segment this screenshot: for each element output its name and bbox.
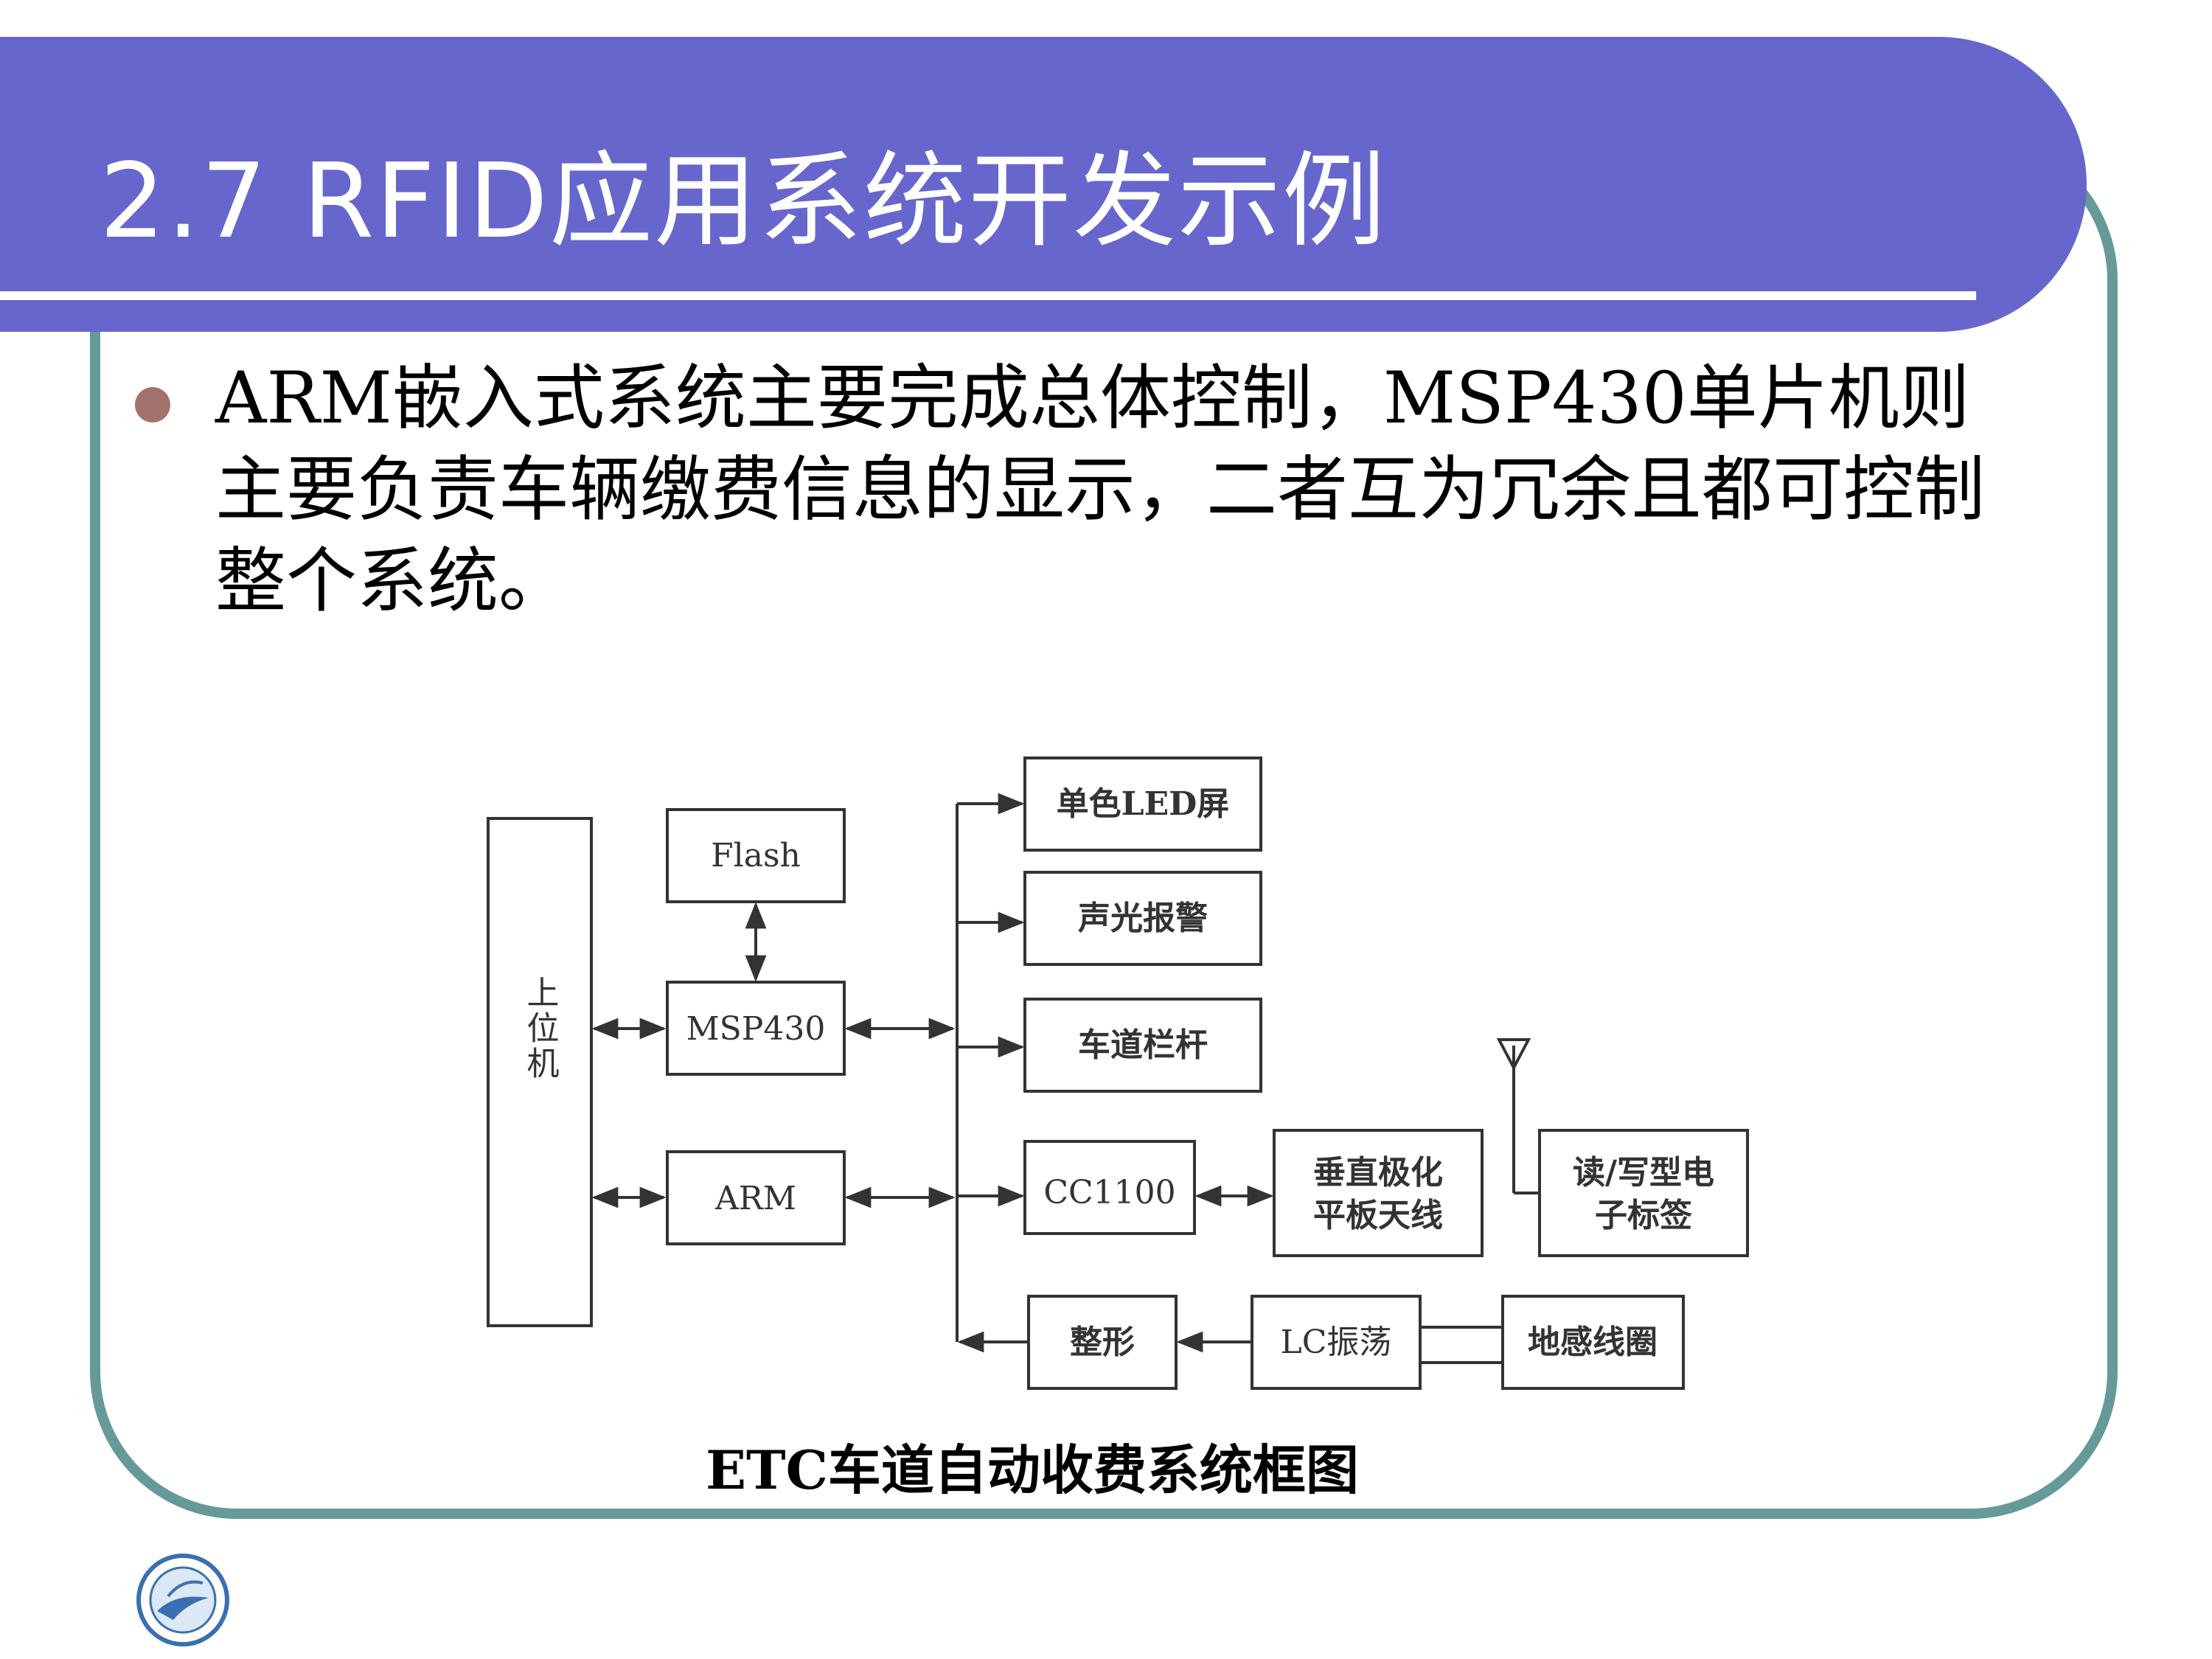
slide-title: 2.7 RFID应用系统开发示例 xyxy=(100,142,1388,262)
tag-block xyxy=(1538,1129,1749,1257)
title-underline xyxy=(0,291,1976,300)
tag-label-2: 子标签 xyxy=(1595,1197,1692,1234)
msp430-block xyxy=(666,981,846,1076)
antenna-label-2: 平板天线 xyxy=(1313,1197,1443,1234)
msp430-label: MSP430 xyxy=(686,1010,826,1048)
lc-label: LC振荡 xyxy=(1281,1324,1392,1361)
cc1100-label: CC1100 xyxy=(1043,1174,1175,1211)
bullet-icon xyxy=(135,387,170,422)
alarm-label: 声光报警 xyxy=(1078,900,1208,937)
cc1100-block xyxy=(1023,1140,1196,1235)
diagram-caption: ETC车道自动收费系统框图 xyxy=(706,1439,1359,1501)
flash-label: Flash xyxy=(711,837,801,874)
flash-block xyxy=(666,808,846,903)
lc-block xyxy=(1251,1295,1422,1390)
shaping-block xyxy=(1027,1295,1178,1390)
host-label-1: 上位机 xyxy=(521,975,559,1082)
host-block xyxy=(487,817,593,1327)
led-block xyxy=(1023,757,1262,852)
bullet-text: ARM嵌入式系统主要完成总体控制，MSP430单片机则主要负责车辆缴费信息的显示… xyxy=(215,357,1985,622)
university-logo-icon xyxy=(136,1554,229,1646)
title-band xyxy=(0,37,2087,332)
alarm-block xyxy=(1023,871,1262,966)
coil-label: 地感线圈 xyxy=(1528,1324,1658,1361)
antenna-block xyxy=(1273,1129,1484,1257)
arm-block xyxy=(666,1150,846,1245)
barrier-block xyxy=(1023,998,1262,1093)
shaping-label: 整形 xyxy=(1070,1324,1135,1361)
antenna-label-1: 垂直极化 xyxy=(1313,1154,1443,1192)
tag-label-1: 读/写型电 xyxy=(1573,1154,1714,1192)
arm-label: ARM xyxy=(714,1180,796,1217)
coil-block xyxy=(1501,1295,1685,1390)
barrier-label: 车道栏杆 xyxy=(1078,1026,1208,1064)
tag-antenna-icon xyxy=(1496,1038,1531,1071)
led-label: 单色LED屏 xyxy=(1057,785,1230,823)
